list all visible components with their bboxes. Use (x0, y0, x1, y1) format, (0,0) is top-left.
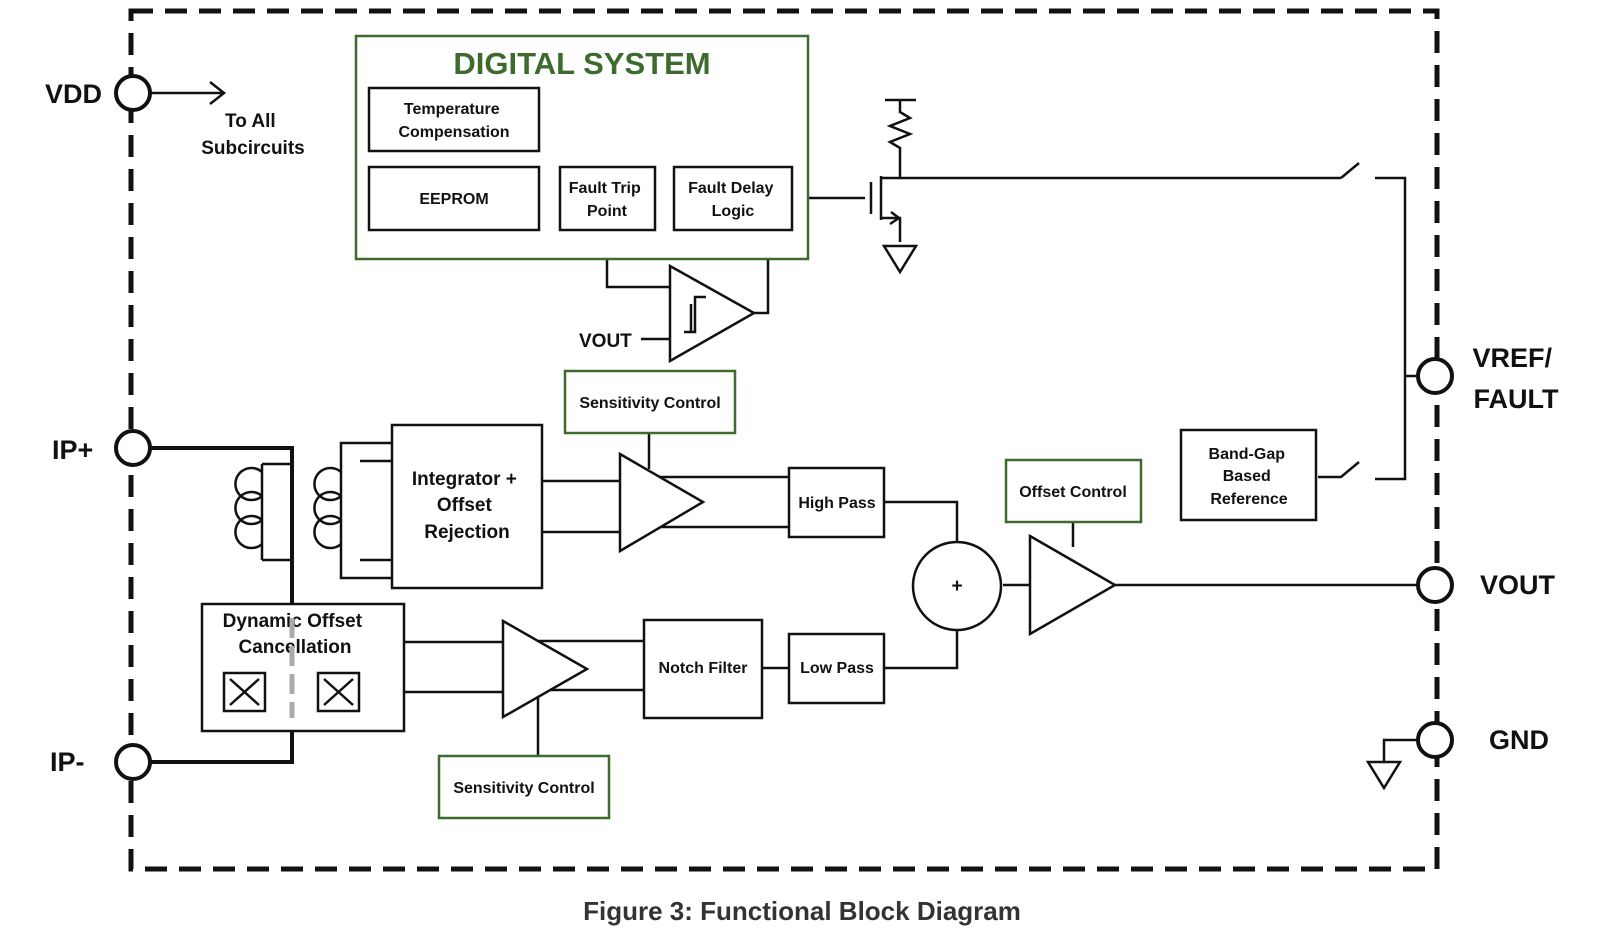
hall-cell-icon (222, 671, 361, 713)
gnd-label: GND (1489, 725, 1549, 755)
band-gap-line2: Based (1223, 468, 1271, 485)
band-gap-line1: Band-Gap (1209, 446, 1286, 463)
amplifier-icon-top (618, 451, 706, 554)
low-pass-label: Low Pass (800, 660, 874, 677)
dynamic-offset-line2: Cancellation (239, 637, 352, 658)
vdd-pin (114, 74, 152, 112)
chip-outline (128, 8, 1440, 872)
amplifier-icon-bottom (501, 618, 590, 720)
vout-pin (1416, 566, 1454, 604)
svg-text:Integrator + Offset Re: Integrator + Offset Rejection (412, 469, 522, 543)
fault-delay-logic-block (672, 165, 794, 232)
vout-comparator-label: VOUT (579, 331, 632, 352)
band-gap-line3: Reference (1210, 491, 1287, 508)
svg-text:Dynamic Offset Cancellatio: Dynamic Offset Cancellation (223, 611, 368, 658)
fault-trip-line2: Point (587, 203, 628, 220)
sensitivity-top-label: Sensitivity Control (579, 395, 720, 412)
temperature-compensation-block (367, 86, 541, 153)
high-pass-block (787, 466, 886, 539)
ip-plus-pin (114, 429, 152, 467)
wires (149, 81, 1417, 791)
digital-system-title: DIGITAL SYSTEM (453, 46, 710, 81)
svg-text:To All Subcircuits: To All Subcircuits (201, 111, 304, 159)
notch-filter-label: Notch Filter (659, 660, 748, 677)
coil-icon (234, 464, 343, 560)
sensitivity-control-top (563, 369, 737, 435)
temperature-compensation-line1: Temperature (404, 101, 500, 118)
gnd-pin (1416, 721, 1454, 759)
figure-caption: Figure 3: Functional Block Diagram (583, 896, 1021, 926)
svg-text:Fault Delay Logic: Fault Delay Logic (688, 180, 778, 220)
to-all-line2: Subcircuits (201, 138, 304, 159)
temperature-compensation-line2: Compensation (398, 124, 509, 141)
high-pass-label: High Pass (798, 495, 875, 512)
integrator-line3: Rejection (424, 522, 510, 543)
summer-node (911, 540, 1003, 632)
fault-trip-point-block (558, 165, 657, 232)
svg-text:Temperature Compensation: Temperature Compensation (398, 101, 509, 141)
integrator-line2: Offset (437, 495, 493, 516)
integrator-block (390, 423, 544, 590)
offset-control-block (1004, 458, 1143, 524)
ip-minus-label: IP- (50, 747, 85, 777)
vdd-label: VDD (45, 79, 102, 109)
summer-symbol: + (951, 576, 962, 597)
fault-trip-line1: Fault Trip (569, 180, 641, 197)
vref-label-line2: FAULT (1474, 384, 1559, 414)
ip-minus-pin (114, 743, 152, 781)
vref-fault-pin (1416, 357, 1454, 395)
fault-delay-line1: Fault Delay (688, 180, 773, 197)
eeprom-block (367, 165, 541, 232)
svg-text:Band-Gap Based Referen: Band-Gap Based Reference (1209, 446, 1290, 508)
eeprom-label: EEPROM (419, 191, 488, 208)
integrator-line1: Integrator + (412, 469, 517, 490)
band-gap-block (1179, 428, 1318, 522)
ip-plus-label: IP+ (52, 435, 93, 465)
low-pass-block (787, 632, 886, 705)
to-all-line1: To All (225, 111, 276, 132)
fault-delay-line2: Logic (712, 203, 755, 220)
sensitivity-bottom-label: Sensitivity Control (453, 780, 594, 797)
comparator-icon (668, 263, 757, 364)
svg-text:Fault Trip Point: Fault Trip Point (569, 180, 645, 220)
offset-control-label: Offset Control (1019, 484, 1127, 501)
sensitivity-control-bottom (437, 754, 611, 820)
svg-text:VREF/ FAULT: VREF/ FAULT (1472, 343, 1559, 414)
notch-filter-block (642, 618, 764, 720)
vout-label: VOUT (1480, 570, 1556, 600)
amplifier-icon-output (1028, 533, 1118, 637)
vref-label-line1: VREF/ (1472, 343, 1552, 373)
